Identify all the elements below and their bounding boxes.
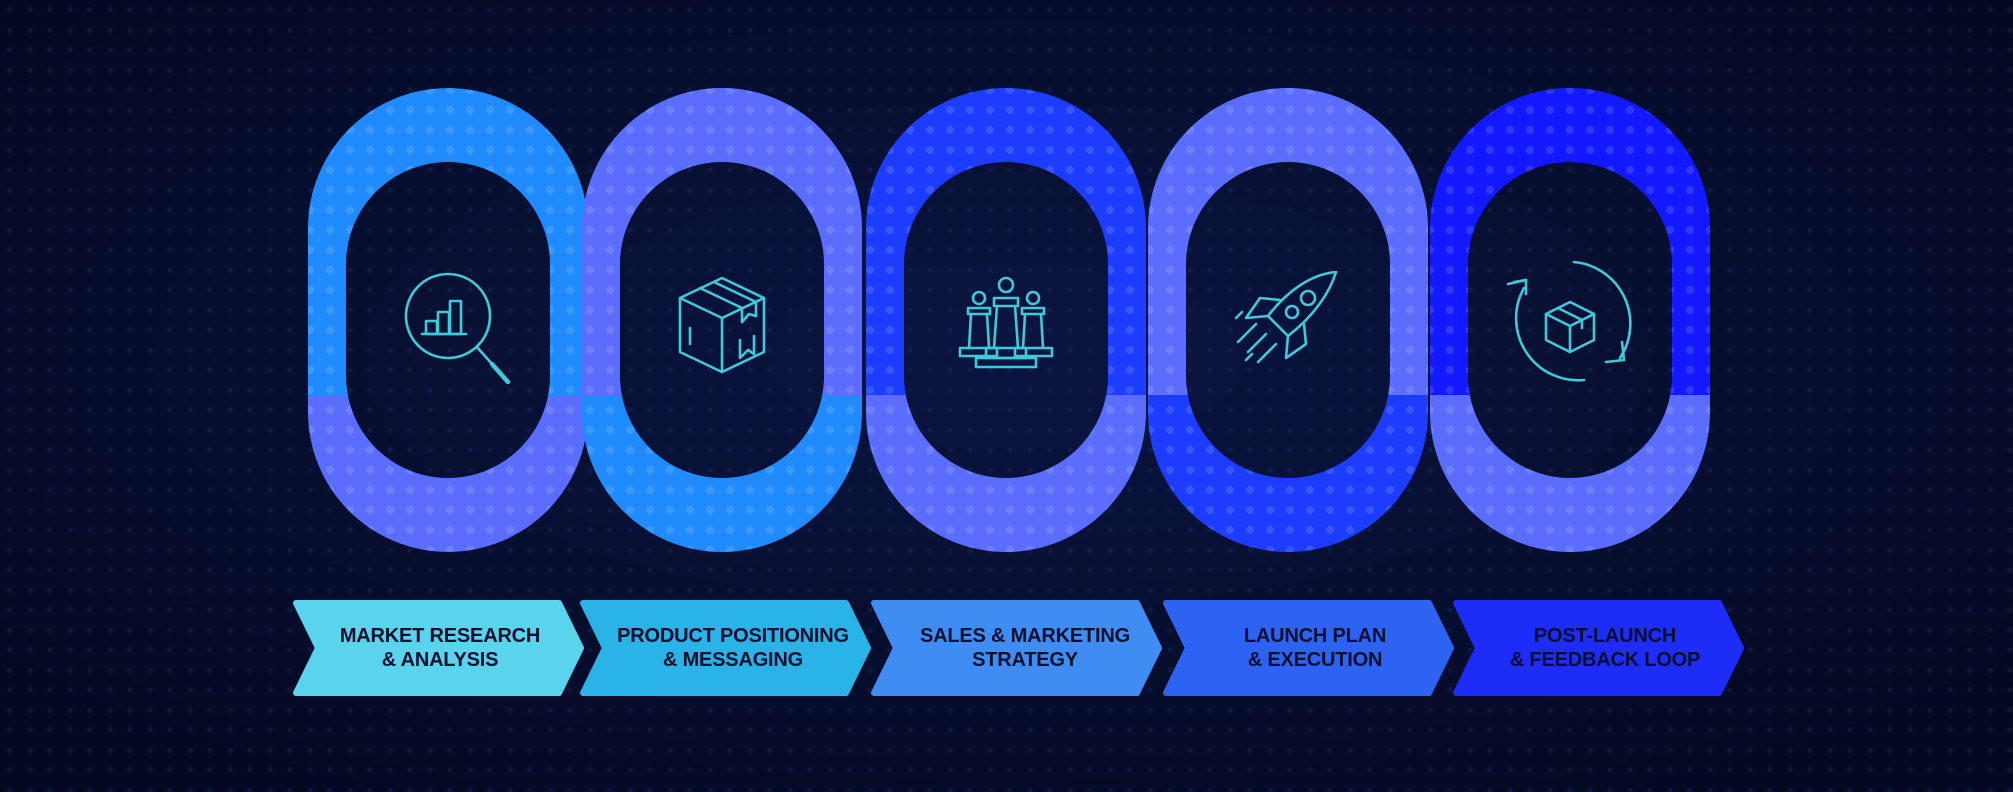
- step-5-chevron: [1453, 600, 1744, 696]
- link-4-top: [1148, 88, 1428, 395]
- link-1-top: [308, 88, 588, 395]
- feedback-loop-box-icon: [1506, 260, 1632, 382]
- link-2-bottom: [582, 395, 862, 552]
- link-1-bottom: [308, 395, 588, 552]
- link-5-top: [1430, 88, 1710, 395]
- link-3-bottom: [866, 395, 1146, 552]
- rocket-icon: [1234, 270, 1338, 364]
- step-4-chevron: [1163, 600, 1454, 696]
- link-3-top: [866, 88, 1146, 395]
- step-1-chevron: [293, 600, 584, 696]
- link-2-top: [582, 88, 862, 395]
- step-icons: [404, 260, 1632, 385]
- chess-pieces-icon: [958, 276, 1054, 369]
- chain-links: [308, 88, 1710, 552]
- step-chevrons: [293, 600, 1744, 696]
- step-3-chevron: [871, 600, 1162, 696]
- magnifier-chart-icon: [404, 272, 511, 385]
- package-box-icon: [678, 276, 766, 374]
- link-4-bottom: [1148, 395, 1428, 552]
- link-5-bottom: [1430, 395, 1710, 552]
- step-2-chevron: [580, 600, 871, 696]
